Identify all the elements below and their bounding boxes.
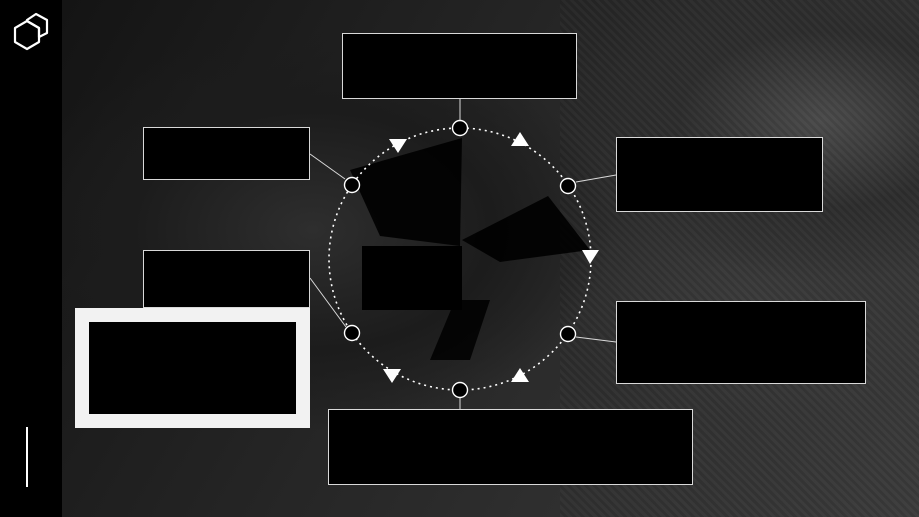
- connector-lower-right: [575, 336, 617, 343]
- dark-ray-right: [462, 196, 590, 262]
- left-sidebar: [0, 0, 62, 517]
- node-box-upper-left: [143, 127, 310, 180]
- node-box-upper-right: [616, 137, 823, 212]
- node-marker-upper-right: [559, 177, 577, 195]
- highlight-inner: [89, 322, 296, 414]
- connector-upper-right: [575, 174, 617, 183]
- hexagon-cube-icon: [13, 12, 49, 51]
- highlight-frame: [75, 308, 310, 428]
- dark-ray-upper: [350, 138, 462, 246]
- arrow-up-icon: [511, 132, 529, 146]
- node-box-top: [342, 33, 577, 99]
- node-box-lower-left: [143, 250, 310, 308]
- node-marker-bottom: [451, 381, 469, 399]
- connector-lower-left: [309, 277, 347, 328]
- node-marker-lower-left: [343, 324, 361, 342]
- arrow-down-icon: [582, 250, 599, 264]
- arrow-up-icon: [511, 368, 529, 382]
- node-marker-lower-right: [559, 325, 577, 343]
- dark-ray-lower: [430, 300, 490, 360]
- node-box-bottom: [328, 409, 693, 485]
- connector-upper-left: [309, 153, 346, 180]
- arrow-down-icon: [389, 139, 407, 153]
- arrow-down-icon: [383, 369, 401, 383]
- node-marker-upper-left: [343, 176, 361, 194]
- center-block: [362, 246, 462, 310]
- node-box-lower-right: [616, 301, 866, 384]
- node-marker-top: [451, 119, 469, 137]
- sidebar-accent-line: [26, 427, 28, 487]
